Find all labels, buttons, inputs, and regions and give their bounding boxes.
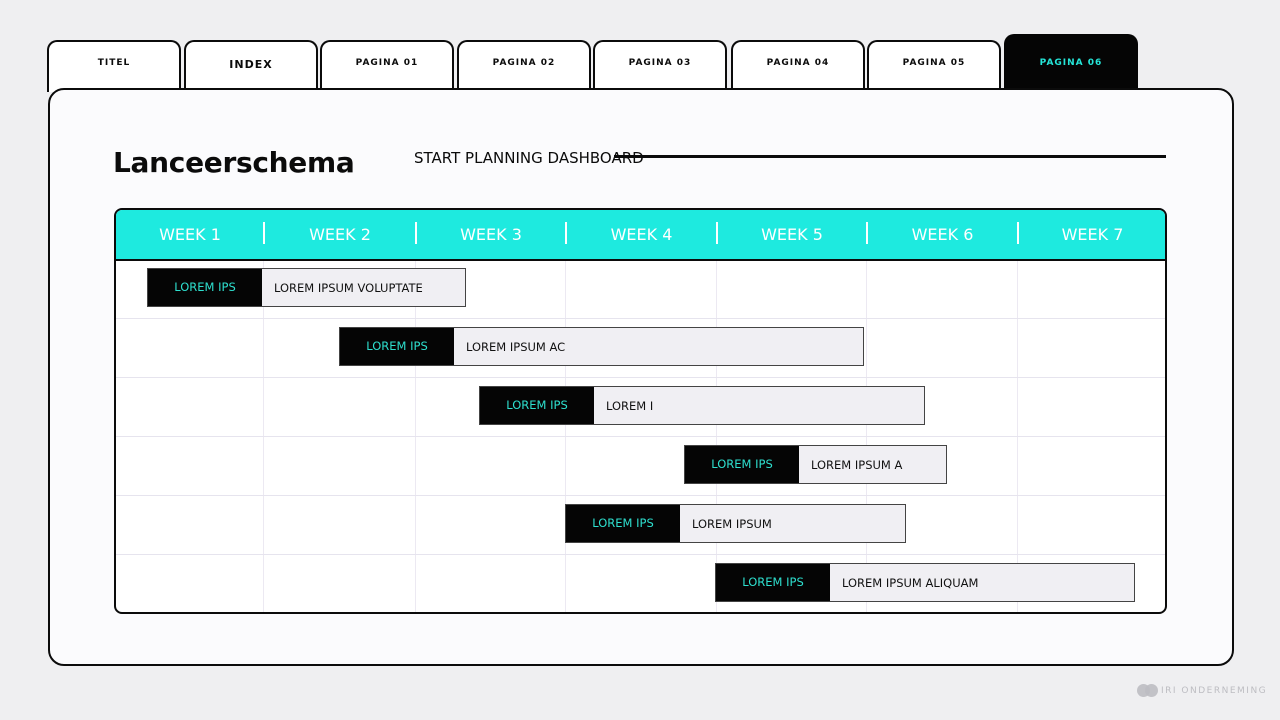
task-label: LOREM IPSUM ALIQUAM (842, 575, 979, 590)
task-tag: LOREM IPS (685, 446, 799, 483)
week-5-header: WEEK 5 (761, 225, 823, 244)
title-divider (614, 155, 1166, 158)
week-header: WEEK 1 WEEK 2 WEEK 3 WEEK 4 WEEK 5 WEEK … (116, 210, 1165, 261)
week-3-header: WEEK 3 (460, 225, 522, 244)
task-label: LOREM IPSUM (692, 516, 772, 531)
task-label: LOREM I (606, 398, 654, 413)
tab-index[interactable]: INDEX (184, 40, 318, 92)
tab-pagina-01[interactable]: PAGINA 01 (320, 40, 454, 92)
tab-pagina-05[interactable]: PAGINA 05 (867, 40, 1001, 92)
tab-pagina-06[interactable]: PAGINA 06 (1004, 34, 1138, 92)
week-2-header: WEEK 2 (309, 225, 371, 244)
task-bar-5[interactable]: LOREM IPS LOREM IPSUM (565, 504, 906, 543)
brand-logo-icon (1137, 684, 1159, 698)
tab-titel[interactable]: TITEL (47, 40, 181, 92)
grid-row-line (116, 436, 1165, 437)
brand-name: IRI ONDERNEMING (1161, 686, 1268, 696)
tab-pagina-02[interactable]: PAGINA 02 (457, 40, 591, 92)
task-bar-4[interactable]: LOREM IPS LOREM IPSUM A (684, 445, 947, 484)
tab-pagina-03[interactable]: PAGINA 03 (593, 40, 727, 92)
page-title: Lanceerschema (113, 146, 355, 179)
task-tag: LOREM IPS (716, 564, 830, 601)
week-6-header: WEEK 6 (911, 225, 974, 244)
task-bar-3[interactable]: LOREM IPS LOREM I (479, 386, 925, 425)
task-bar-2[interactable]: LOREM IPS LOREM IPSUM AC (339, 327, 864, 366)
page-subtitle: START PLANNING DASHBOARD (414, 149, 644, 167)
brand-footer: IRI ONDERNEMING (1137, 684, 1267, 698)
task-label: LOREM IPSUM AC (466, 339, 566, 354)
task-tag: LOREM IPS (566, 505, 680, 542)
week-separator (866, 222, 868, 244)
task-label: LOREM IPSUM A (811, 457, 903, 472)
tab-pagina-04[interactable]: PAGINA 04 (731, 40, 865, 92)
grid-row-line (116, 554, 1165, 555)
task-tag: LOREM IPS (148, 269, 262, 306)
week-separator (263, 222, 265, 244)
grid-row-line (116, 318, 1165, 319)
week-4-header: WEEK 4 (610, 225, 673, 244)
grid-row-line (116, 495, 1165, 496)
week-separator (415, 222, 417, 244)
week-7-header: WEEK 7 (1061, 225, 1124, 244)
week-separator (565, 222, 567, 244)
task-tag: LOREM IPS (480, 387, 594, 424)
task-tag: LOREM IPS (340, 328, 454, 365)
task-bar-1[interactable]: LOREM IPS LOREM IPSUM VOLUPTATE (147, 268, 466, 307)
task-label: LOREM IPSUM VOLUPTATE (274, 280, 423, 295)
week-separator (716, 222, 718, 244)
week-separator (1017, 222, 1019, 244)
task-bar-6[interactable]: LOREM IPS LOREM IPSUM ALIQUAM (715, 563, 1135, 602)
week-1-header: WEEK 1 (159, 225, 221, 244)
grid-row-line (116, 377, 1165, 378)
